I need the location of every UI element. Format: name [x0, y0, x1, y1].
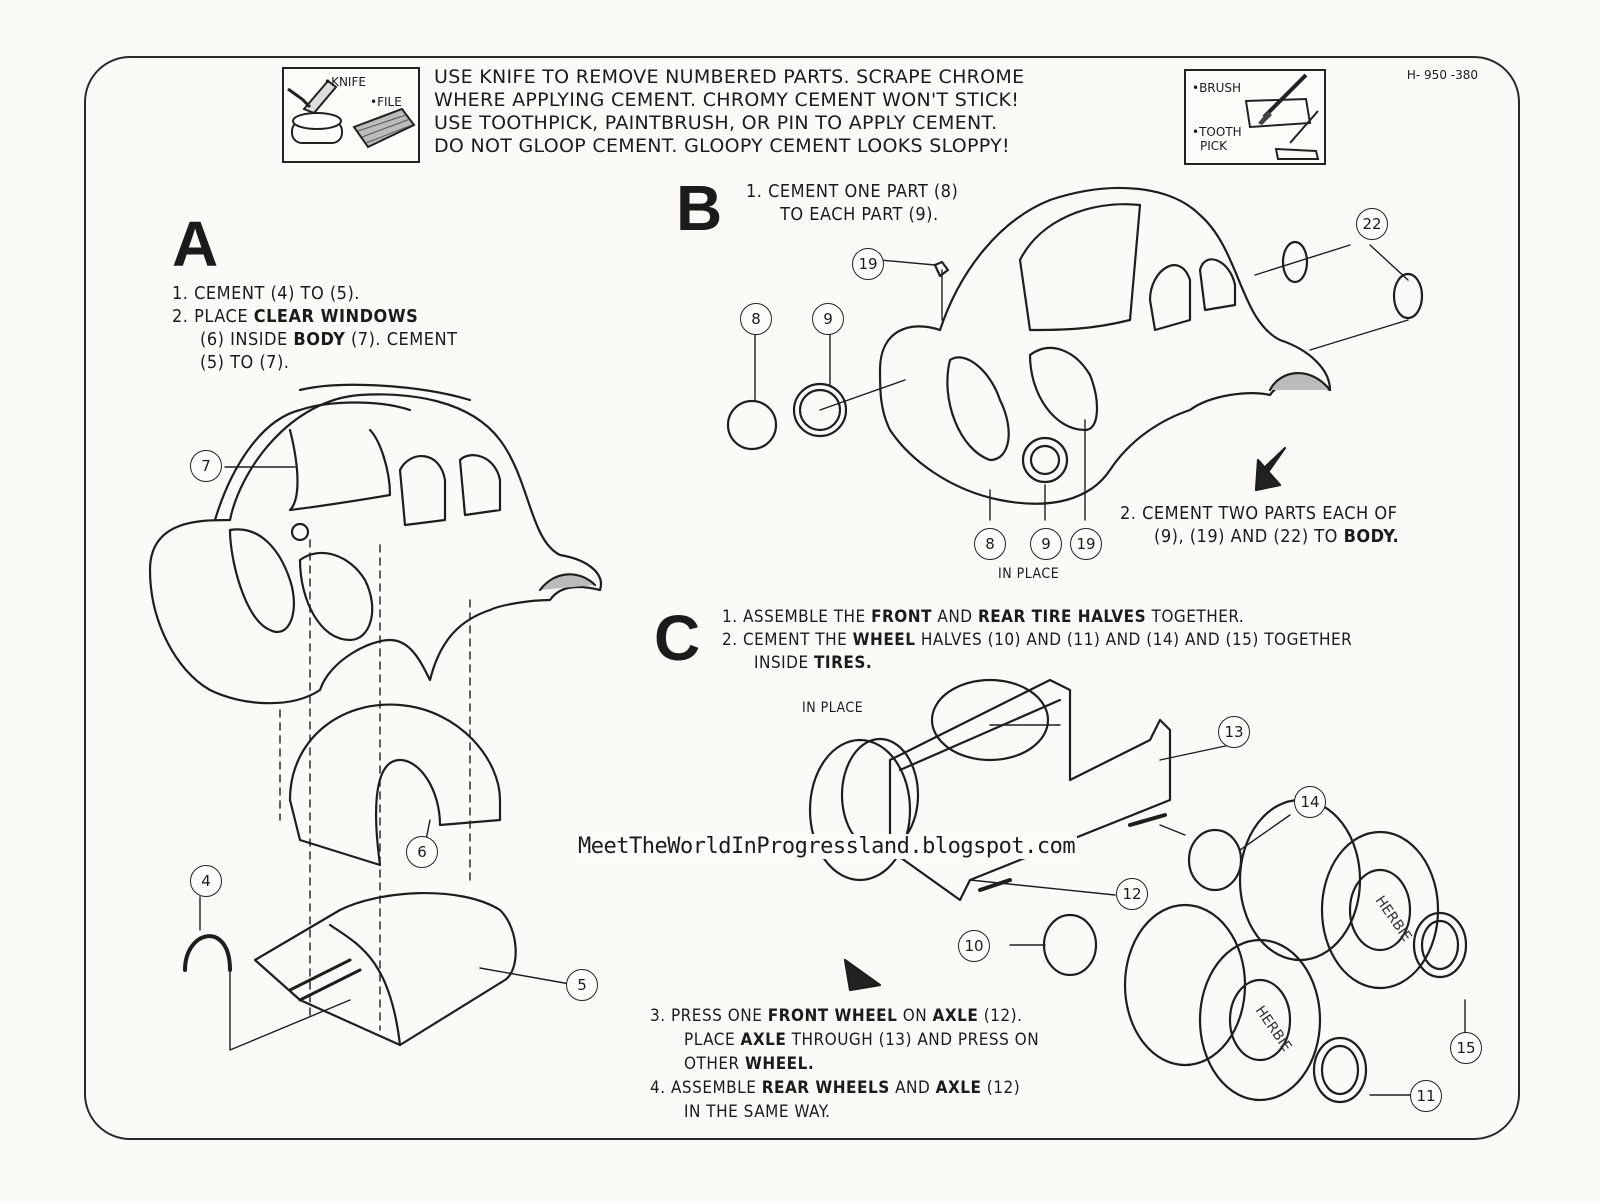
callout-7: 7	[190, 450, 222, 482]
section-c-together: TOGETHER.	[1146, 607, 1245, 627]
section-b-step-2: 2. CEMENT TWO PARTS EACH OF (9), (19) AN…	[1120, 502, 1399, 548]
section-c-rear-tire-halves: REAR TIRE HALVES	[977, 607, 1147, 627]
section-c-step-2-line-2: INSIDE TIRES.	[722, 652, 1352, 675]
callout-4: 4	[190, 865, 222, 897]
callout-10: 10	[958, 930, 990, 962]
brush-toothpick-illustration	[1244, 73, 1320, 160]
section-c-step-2-text: 2. CEMENT THE	[722, 630, 853, 650]
callout-9-bottom: 9	[1030, 528, 1062, 560]
section-c-step-3-part: (12).	[978, 1006, 1023, 1026]
section-c-wheel: WHEEL	[852, 630, 916, 650]
callout-13: 13	[1218, 716, 1250, 748]
section-a-body: BODY	[293, 329, 346, 350]
section-b-step-1: 1. CEMENT ONE PART (8) TO EACH PART (9).	[746, 180, 958, 226]
section-c-step-1: 1. ASSEMBLE THE FRONT AND REAR TIRE HALV…	[722, 606, 1352, 629]
section-c-and-2: AND	[889, 1078, 936, 1098]
section-a-step-2-cement: (7). CEMENT	[345, 329, 458, 350]
section-c-step-3-line-2: PLACE AXLE THROUGH (13) AND PRESS ON	[650, 1028, 1039, 1052]
section-c-other: OTHER	[684, 1054, 746, 1074]
header-line-1: USE KNIFE TO REMOVE NUMBERED PARTS. SCRA…	[434, 66, 1025, 88]
kit-code: H- 950 -380	[1406, 68, 1478, 82]
section-c-step-2: 2. CEMENT THE WHEEL HALVES (10) AND (11)…	[722, 629, 1352, 652]
knife-file-illustration	[287, 79, 416, 149]
section-c-and: AND	[932, 607, 978, 627]
section-a-letter: A	[172, 208, 219, 280]
tooth-label: •TOOTH	[1192, 125, 1242, 139]
section-c-step-4-part: (12)	[981, 1078, 1021, 1098]
section-c-in-place: IN PLACE	[802, 700, 864, 716]
section-c-axle: AXLE	[932, 1006, 979, 1026]
callout-19-bottom: 19	[1070, 528, 1102, 560]
section-c-inside: INSIDE	[754, 653, 814, 673]
section-b-body: BODY.	[1343, 526, 1400, 547]
section-b-step-1-line-1: 1. CEMENT ONE PART (8)	[746, 181, 959, 202]
section-c-through: THROUGH (13) AND PRESS ON	[786, 1030, 1040, 1050]
section-a-step-2-text: 2. PLACE	[172, 306, 254, 327]
callout-8-left: 8	[740, 303, 772, 335]
section-a-step-2-line-2: (6) INSIDE BODY (7). CEMENT	[172, 328, 457, 351]
callout-5: 5	[566, 969, 598, 1001]
knife-label: •KNIFE	[324, 75, 366, 89]
callout-14: 14	[1294, 786, 1326, 818]
callout-19-top: 19	[852, 248, 884, 280]
section-c-tires: TIRES.	[813, 653, 873, 673]
section-c-rear-wheels: REAR WHEELS	[761, 1078, 890, 1098]
section-c-front: FRONT	[871, 607, 933, 627]
header-line-4: DO NOT GLOOP CEMENT. GLOOPY CEMENT LOOKS…	[434, 135, 1010, 157]
section-c-place: PLACE	[684, 1030, 741, 1050]
callout-8-bottom: 8	[974, 528, 1006, 560]
section-c-axle-2: AXLE	[740, 1030, 787, 1050]
section-c-on: ON	[897, 1006, 933, 1026]
section-b-letter: B	[676, 172, 723, 244]
brush-label: •BRUSH	[1192, 81, 1242, 95]
section-c-axle-3: AXLE	[935, 1078, 982, 1098]
knife-file-tip-box: •KNIFE •FILE	[282, 67, 420, 163]
file-label: •FILE	[370, 95, 402, 109]
section-c-wheel-2: WHEEL.	[745, 1054, 815, 1074]
section-c-front-wheel: FRONT WHEEL	[767, 1006, 898, 1026]
section-c-letter: C	[654, 602, 701, 674]
section-c-steps-3-4: 3. PRESS ONE FRONT WHEEL ON AXLE (12). P…	[650, 1004, 1039, 1124]
section-b-in-place: IN PLACE	[998, 566, 1060, 582]
section-b-step-2-line-2: (9), (19) AND (22) TO BODY.	[1120, 525, 1399, 548]
section-a-step-2-line-3: (5) TO (7).	[200, 352, 290, 373]
instruction-sheet-border	[84, 56, 1520, 1140]
callout-11: 11	[1410, 1080, 1442, 1112]
section-c-step-1-text: 1. ASSEMBLE THE	[722, 607, 872, 627]
section-a-step-2-inside: (6) INSIDE	[200, 329, 294, 350]
callout-22: 22	[1356, 208, 1388, 240]
section-a-steps: 1. CEMENT (4) TO (5). 2. PLACE CLEAR WIN…	[172, 282, 457, 374]
blog-watermark: MeetTheWorldInProgressland.blogspot.com	[576, 834, 1078, 859]
callout-12: 12	[1116, 878, 1148, 910]
callout-6: 6	[406, 836, 438, 868]
callout-15: 15	[1450, 1032, 1482, 1064]
section-a-clear-windows: CLEAR WINDOWS	[253, 306, 419, 327]
section-b-step-2-line-1: 2. CEMENT TWO PARTS EACH OF	[1120, 503, 1398, 524]
header-instructions: USE KNIFE TO REMOVE NUMBERED PARTS. SCRA…	[434, 66, 1024, 158]
brush-toothpick-tip-box: •BRUSH •TOOTH PICK	[1184, 69, 1326, 165]
section-c-step-2-halves: HALVES (10) AND (11) AND (14) AND (15) T…	[915, 630, 1353, 650]
section-c-step-4-text: 4. ASSEMBLE	[650, 1078, 762, 1098]
section-a-step-1: 1. CEMENT (4) TO (5).	[172, 283, 360, 304]
section-a-step-2-line-1: 2. PLACE CLEAR WINDOWS	[172, 305, 457, 328]
section-b-step-2-parts: (9), (19) AND (22) TO	[1154, 526, 1344, 547]
section-c-step-4-line-2: IN THE SAME WAY.	[684, 1102, 831, 1122]
header-line-3: USE TOOTHPICK, PAINTBRUSH, OR PIN TO APP…	[434, 112, 998, 134]
section-b-step-1-line-2: TO EACH PART (9).	[780, 204, 939, 225]
section-c-step-4: 4. ASSEMBLE REAR WHEELS AND AXLE (12)	[650, 1076, 1039, 1100]
section-c-step-3-line-3: OTHER WHEEL.	[650, 1052, 1039, 1076]
pick-label: PICK	[1200, 139, 1228, 153]
section-c-step-3-text: 3. PRESS ONE	[650, 1006, 768, 1026]
section-c-step-3: 3. PRESS ONE FRONT WHEEL ON AXLE (12).	[650, 1004, 1039, 1028]
header-line-2: WHERE APPLYING CEMENT. CHROMY CEMENT WON…	[434, 89, 1020, 111]
callout-9-left: 9	[812, 303, 844, 335]
section-c-steps-1-2: 1. ASSEMBLE THE FRONT AND REAR TIRE HALV…	[722, 606, 1352, 675]
